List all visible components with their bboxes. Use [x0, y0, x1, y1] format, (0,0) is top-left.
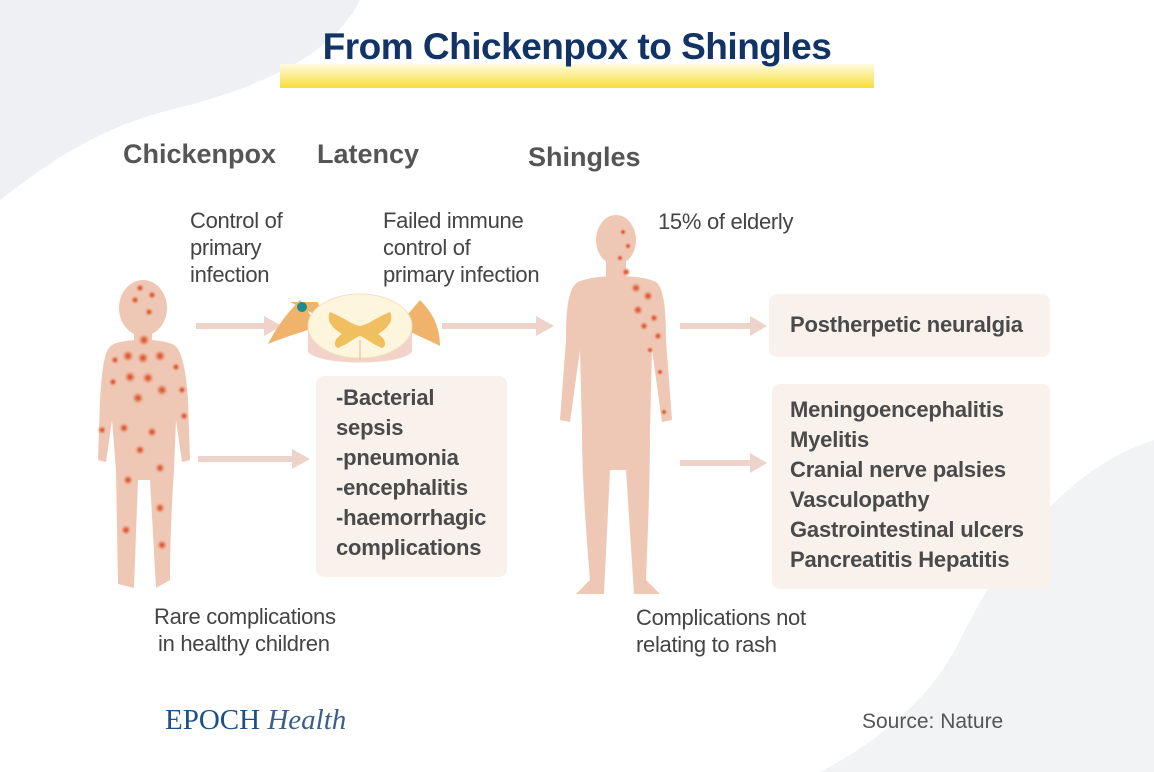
arrow-icon — [680, 316, 767, 336]
postherpetic-box: Postherpetic neuralgia — [769, 294, 1050, 357]
postherpetic-label: Postherpetic neuralgia — [790, 312, 1023, 337]
label-elderly: 15% of elderly — [658, 209, 794, 234]
item: Vasculopathy — [790, 487, 930, 512]
line: in healthy children — [158, 631, 330, 656]
line: Failed immune — [383, 208, 524, 233]
line: control of — [383, 235, 471, 260]
line: primary infection — [383, 262, 540, 287]
item: -encephalitis — [336, 475, 468, 500]
item: Gastrointestinal ulcers — [790, 517, 1024, 542]
item: Cranial nerve palsies — [790, 457, 1006, 482]
line: Rare complications — [154, 604, 336, 629]
page-title: From Chickenpox to Shingles — [322, 26, 832, 67]
arrow-icon — [198, 449, 310, 469]
item: -Bacterial — [336, 385, 435, 410]
item: -haemorrhagic — [336, 505, 487, 530]
item: Myelitis — [790, 427, 870, 452]
item: Pancreatitis Hepatitis — [790, 547, 1010, 572]
line: primary — [190, 235, 262, 260]
label-control: Control of primary infection — [190, 207, 283, 288]
source-credit: Source: Nature — [862, 710, 1004, 733]
label-rare: Rare complications in healthy children — [154, 603, 336, 657]
spinal-cord-icon — [268, 293, 440, 363]
title-highlight — [280, 64, 874, 88]
adult-figure-icon — [560, 215, 672, 594]
label-not-rash: Complications not relating to rash — [636, 604, 806, 658]
stage-latency: Latency — [317, 139, 420, 169]
item: Meningoencephalitis — [790, 397, 1004, 422]
latency-complications-box: -Bacterial sepsis -pneumonia -encephalit… — [316, 376, 507, 577]
arrow-icon — [680, 453, 767, 473]
logo-brand: EPOCH — [165, 704, 261, 736]
item: complications — [336, 535, 482, 560]
epoch-health-logo: EPOCH Health — [165, 704, 346, 737]
adult-rash-spots — [616, 228, 668, 416]
label-failed: Failed immune control of primary infecti… — [383, 207, 540, 288]
shingles-complications-box: Meningoencephalitis Myelitis Cranial ner… — [772, 384, 1050, 589]
line: Control of — [190, 208, 283, 233]
item: -pneumonia — [336, 445, 459, 470]
arrow-icon — [196, 316, 282, 336]
stage-shingles: Shingles — [528, 142, 641, 172]
child-rash-spots — [97, 283, 189, 551]
arrows — [196, 316, 767, 473]
logo-section: Health — [267, 704, 347, 736]
child-figure-icon — [98, 280, 190, 588]
item: sepsis — [336, 415, 404, 440]
line: Complications not — [636, 605, 806, 630]
stage-chickenpox: Chickenpox — [123, 139, 277, 169]
arrow-icon — [442, 316, 554, 336]
line: infection — [190, 262, 270, 287]
line: relating to rash — [636, 632, 777, 657]
